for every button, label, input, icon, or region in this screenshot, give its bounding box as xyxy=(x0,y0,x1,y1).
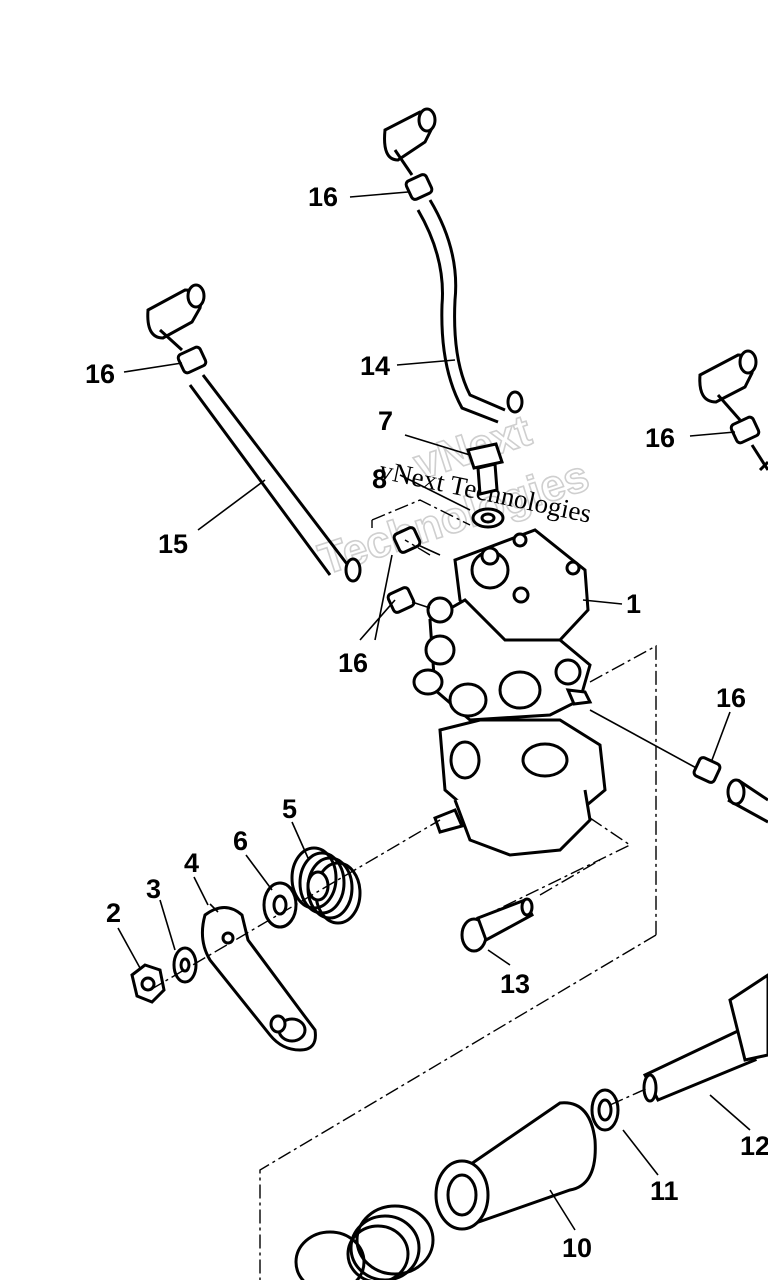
callout-14: 14 xyxy=(360,351,390,381)
bolt-7 xyxy=(466,442,504,496)
hose-15 xyxy=(146,283,362,583)
callout-7: 7 xyxy=(378,406,393,436)
leader-lines xyxy=(117,191,751,1231)
callout-16-right: 16 xyxy=(645,423,675,453)
callout-6: 6 xyxy=(233,826,248,856)
shaft-12 xyxy=(642,973,768,1103)
sleeve-10 xyxy=(434,1101,597,1231)
valve-body-1 xyxy=(412,528,607,857)
callout-4: 4 xyxy=(184,848,199,878)
washer-11 xyxy=(590,1088,620,1132)
washer-8 xyxy=(471,507,505,529)
callout-12: 12 xyxy=(740,1131,768,1161)
callout-15: 15 xyxy=(158,529,188,559)
washer-6 xyxy=(262,881,298,929)
hose-14 xyxy=(383,107,524,424)
callout-16-lower-right: 16 xyxy=(716,683,746,713)
assembly-boundary xyxy=(259,499,657,1280)
callout-2: 2 xyxy=(106,898,121,928)
spring-5 xyxy=(290,846,362,925)
fittings-16-body xyxy=(386,526,441,614)
hose-right xyxy=(698,349,768,472)
callout-8: 8 xyxy=(372,464,387,494)
callout-5: 5 xyxy=(282,794,297,824)
nut-2 xyxy=(130,963,166,1004)
bolt-13 xyxy=(460,897,534,953)
hose-lower-right xyxy=(589,709,768,824)
callout-13: 13 xyxy=(500,969,530,999)
callout-16-left: 16 xyxy=(85,359,115,389)
callouts: 1 2 3 4 5 6 7 8 10 11 12 13 14 15 16 16 … xyxy=(85,182,768,1263)
spring-stack xyxy=(294,1204,435,1285)
callout-16-top: 16 xyxy=(308,182,338,212)
callout-3: 3 xyxy=(146,874,161,904)
callout-1: 1 xyxy=(626,589,641,619)
callout-10: 10 xyxy=(562,1233,592,1263)
assembly-axes xyxy=(149,539,649,1106)
callout-11: 11 xyxy=(650,1176,679,1206)
callout-16-center: 16 xyxy=(338,648,368,678)
washer-3 xyxy=(172,946,198,984)
